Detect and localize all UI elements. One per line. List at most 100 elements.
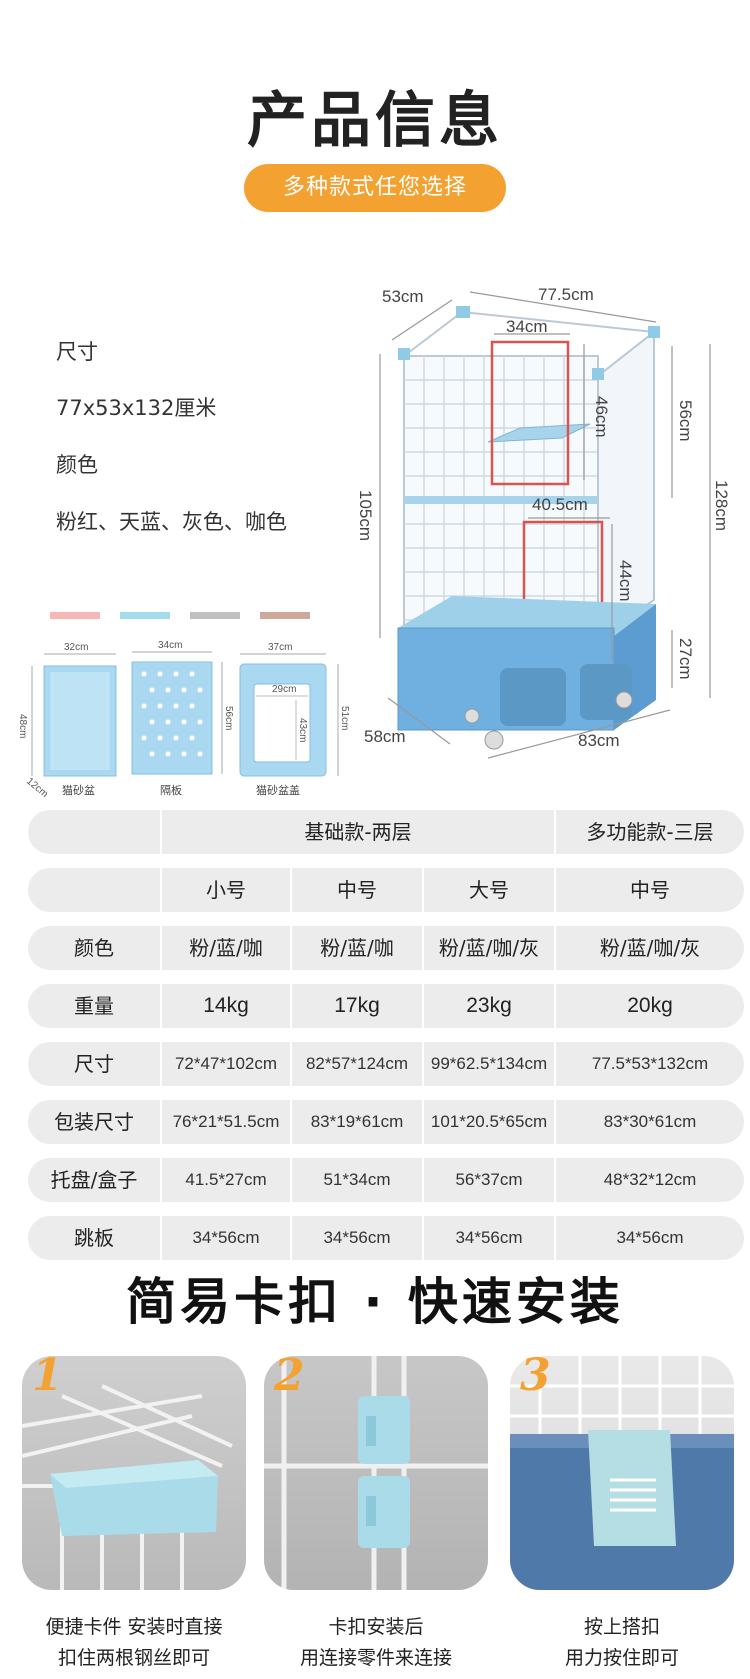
table-cell: 51*34cm bbox=[290, 1158, 422, 1202]
cage-width-top-label: 77.5cm bbox=[538, 285, 594, 304]
row-label: 托盘/盒子 bbox=[50, 1168, 138, 1192]
color-swatch-brown bbox=[260, 612, 310, 619]
litter-box-width-label: 32cm bbox=[64, 642, 88, 653]
accessory-litter-box-cover: 37cm 51cm 29cm 43cm 猫砂盆盖 bbox=[239, 642, 350, 797]
table-cell: 34*56cm bbox=[422, 1216, 554, 1260]
spec-table: 基础款-两层 多功能款-三层 小号 中号 大号 中号 颜色 粉/蓝/咖 粉/蓝/… bbox=[28, 810, 744, 1274]
step-1-caption-line2: 扣住两根钢丝即可 bbox=[57, 1647, 210, 1669]
group-header-basic: 基础款-两层 bbox=[160, 810, 554, 854]
upper-height-label: 56cm bbox=[676, 400, 695, 442]
divider-height-label: 56cm bbox=[223, 706, 234, 730]
row-label: 颜色 bbox=[74, 936, 114, 960]
upper-door-height-label: 46cm bbox=[592, 396, 611, 438]
cover-caption: 猫砂盆盖 bbox=[256, 783, 300, 797]
row-label: 跳板 bbox=[74, 1226, 114, 1250]
table-cell: 23kg bbox=[422, 984, 554, 1028]
size-header-medium: 中号 bbox=[290, 868, 422, 912]
table-cell: 72*47*102cm bbox=[160, 1042, 290, 1086]
table-row-group-headers: 基础款-两层 多功能款-三层 bbox=[28, 810, 744, 854]
cover-inner-height-label: 43cm bbox=[297, 718, 308, 742]
table-cell: 99*62.5*134cm bbox=[422, 1042, 554, 1086]
body-height-label: 105cm bbox=[356, 490, 375, 541]
step-3-photo bbox=[510, 1356, 734, 1590]
table-row: 包装尺寸 76*21*51.5cm 83*19*61cm 101*20.5*65… bbox=[28, 1100, 744, 1144]
base-height-label: 27cm bbox=[676, 638, 695, 680]
product-diagram: 53cm 77.5cm 34cm 46cm 56cm 128cm 105cm 4… bbox=[17, 285, 731, 800]
lower-door-height-label: 44cm bbox=[616, 560, 635, 602]
total-height-label: 128cm bbox=[712, 480, 731, 531]
cover-inner-width-label: 29cm bbox=[272, 684, 296, 695]
color-swatch-pink bbox=[50, 612, 100, 619]
litter-box-caption: 猫砂盆 bbox=[62, 783, 95, 797]
color-label: 颜色 bbox=[56, 453, 98, 477]
cage-depth-top-label: 53cm bbox=[382, 287, 424, 306]
table-cell: 粉/蓝/咖 bbox=[160, 926, 290, 970]
table-row: 重量 14kg 17kg 23kg 20kg bbox=[28, 984, 744, 1028]
table-row: 尺寸 72*47*102cm 82*57*124cm 99*62.5*134cm… bbox=[28, 1042, 744, 1086]
cage-depth-bottom-label: 58cm bbox=[364, 727, 406, 746]
table-row-size-headers: 小号 中号 大号 中号 bbox=[28, 868, 744, 912]
group-header-multi: 多功能款-三层 bbox=[554, 810, 744, 854]
step-3-caption: 按上搭扣 用力按住即可 bbox=[492, 1612, 750, 1674]
color-value: 粉红、天蓝、灰色、咖色 bbox=[56, 510, 287, 534]
cover-height-label: 51cm bbox=[339, 706, 350, 730]
divider-width-label: 34cm bbox=[158, 640, 182, 651]
size-value: 77x53x132厘米 bbox=[56, 396, 217, 420]
table-row: 托盘/盒子 41.5*27cm 51*34cm 56*37cm 48*32*12… bbox=[28, 1158, 744, 1202]
subtitle-badge: 多种款式任您选择 bbox=[244, 164, 506, 212]
step-1-caption: 便捷卡件 安装时直接 扣住两根钢丝即可 bbox=[4, 1612, 264, 1674]
latch-buckle-illustration bbox=[510, 1356, 734, 1590]
size-header-large: 大号 bbox=[422, 868, 554, 912]
table-cell: 83*30*61cm bbox=[554, 1100, 744, 1144]
step-2-caption: 卡扣安装后 用连接零件来连接 bbox=[246, 1612, 506, 1674]
table-cell: 41.5*27cm bbox=[160, 1158, 290, 1202]
cage-width-bottom-label: 83cm bbox=[578, 731, 620, 750]
step-3-caption-line1: 按上搭扣 bbox=[583, 1616, 660, 1638]
connector-clip-illustration bbox=[264, 1356, 488, 1590]
upper-door-width-label: 34cm bbox=[506, 317, 548, 336]
table-row: 跳板 34*56cm 34*56cm 34*56cm 34*56cm bbox=[28, 1216, 744, 1260]
size-header-multi-medium: 中号 bbox=[554, 868, 744, 912]
table-cell: 56*37cm bbox=[422, 1158, 554, 1202]
table-cell: 34*56cm bbox=[290, 1216, 422, 1260]
size-header-small: 小号 bbox=[160, 868, 290, 912]
color-swatch-gray bbox=[190, 612, 240, 619]
row-label: 尺寸 bbox=[74, 1052, 114, 1076]
step-2-photo bbox=[264, 1356, 488, 1590]
table-cell: 76*21*51.5cm bbox=[160, 1100, 290, 1144]
cover-width-label: 37cm bbox=[268, 642, 292, 653]
table-cell: 粉/蓝/咖 bbox=[290, 926, 422, 970]
table-cell: 34*56cm bbox=[554, 1216, 744, 1260]
table-cell: 48*32*12cm bbox=[554, 1158, 744, 1202]
step-1-number: 1 bbox=[32, 1350, 63, 1401]
clip-corner-illustration bbox=[22, 1384, 233, 1590]
step-3-number: 3 bbox=[520, 1350, 551, 1401]
step-2-caption-line2: 用连接零件来连接 bbox=[299, 1647, 452, 1669]
step-2-caption-line1: 卡扣安装后 bbox=[328, 1616, 424, 1638]
cage-illustration: 53cm 77.5cm 34cm 46cm 56cm 128cm 105cm 4… bbox=[356, 285, 731, 759]
table-cell: 83*19*61cm bbox=[290, 1100, 422, 1144]
table-row: 颜色 粉/蓝/咖 粉/蓝/咖 粉/蓝/咖/灰 粉/蓝/咖/灰 bbox=[28, 926, 744, 970]
row-label: 包装尺寸 bbox=[54, 1110, 134, 1134]
table-cell: 粉/蓝/咖/灰 bbox=[554, 926, 744, 970]
table-cell: 82*57*124cm bbox=[290, 1042, 422, 1086]
step-3-caption-line2: 用力按住即可 bbox=[564, 1647, 679, 1669]
divider-caption: 隔板 bbox=[160, 783, 182, 797]
size-label: 尺寸 bbox=[56, 340, 98, 364]
step-2-number: 2 bbox=[274, 1350, 305, 1401]
table-cell: 101*20.5*65cm bbox=[422, 1100, 554, 1144]
step-1-caption-line1: 便捷卡件 安装时直接 bbox=[45, 1616, 223, 1638]
page-title: 产品信息 bbox=[247, 86, 503, 156]
table-cell: 粉/蓝/咖/灰 bbox=[422, 926, 554, 970]
row-label: 重量 bbox=[74, 994, 114, 1018]
color-swatch-blue bbox=[120, 612, 170, 619]
step-1-photo bbox=[22, 1356, 246, 1590]
accessory-litter-box: 32cm 48cm 12cm 猫砂盆 bbox=[17, 642, 117, 800]
lower-door-width-label: 40.5cm bbox=[532, 495, 588, 514]
table-cell: 14kg bbox=[160, 984, 290, 1028]
litter-box-depth-label: 12cm bbox=[24, 776, 50, 800]
litter-box-height-label: 48cm bbox=[17, 714, 28, 738]
table-cell: 34*56cm bbox=[160, 1216, 290, 1260]
table-cell: 77.5*53*132cm bbox=[554, 1042, 744, 1086]
install-section-title: 简易卡扣 · 快速安装 bbox=[126, 1273, 624, 1331]
